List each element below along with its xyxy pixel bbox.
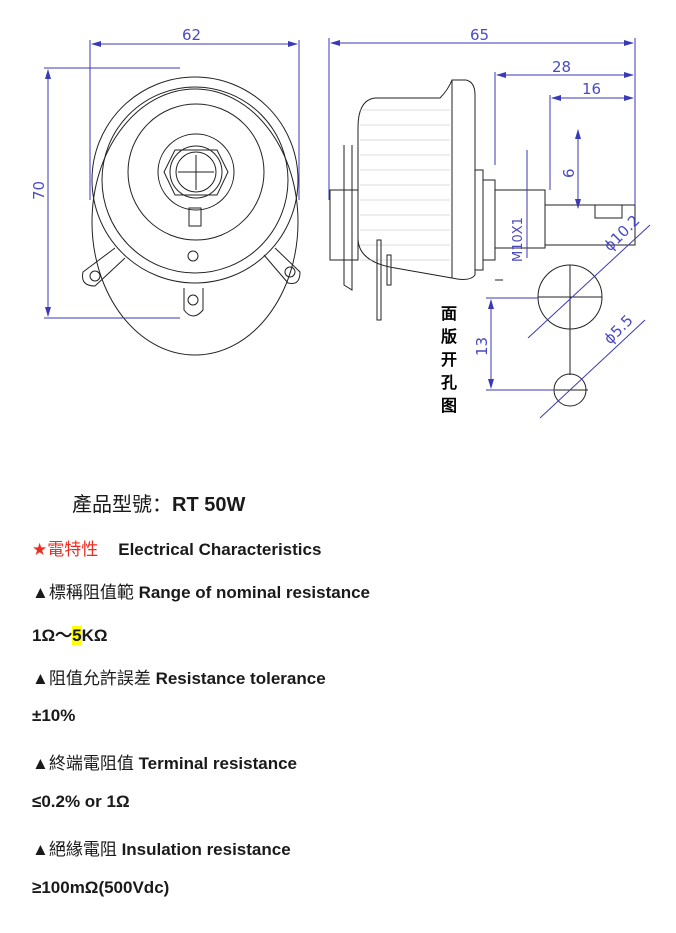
label-char: 图 [441, 398, 458, 415]
dim-6: 6 [560, 168, 578, 178]
label-char: 版 [441, 329, 458, 346]
spec-heading-insulation: ▲絕緣電阻 Insulation resistance [32, 835, 291, 860]
spec-heading-terminal: ▲終端電阻值 Terminal resistance [32, 749, 297, 774]
dim-13: 13 [473, 337, 491, 356]
terminal-right [263, 247, 301, 284]
spec-en: Resistance tolerance [155, 669, 326, 688]
spec-value-insulation: ≥100mΩ(500Vdc) [32, 878, 170, 897]
spec-heading-range: ▲標稱阻值範 Range of nominal resistance [32, 578, 370, 603]
spec-en: Terminal resistance [138, 754, 297, 773]
triangle-icon: ▲ [32, 583, 49, 602]
spec-en: Insulation resistance [121, 840, 291, 859]
value-highlight: 5 [72, 626, 82, 645]
spec-value-terminal: ≤0.2% or 1Ω [32, 792, 130, 811]
section-heading: ★電特性 Electrical Characteristics [32, 535, 321, 560]
dim-16: 16 [582, 80, 601, 98]
section-cjk: 電特性 [47, 540, 99, 559]
spec-en: Range of nominal resistance [138, 583, 371, 602]
dim-hole-5-5: ϕ5.5 [600, 311, 637, 348]
star-icon: ★ [32, 540, 48, 559]
product-model-title: 產品型號：RT 50W [72, 488, 245, 517]
terminal-left [82, 247, 126, 287]
triangle-icon: ▲ [32, 669, 49, 688]
spec-value-tolerance: ±10% [32, 706, 76, 725]
value-part: KΩ [81, 626, 108, 645]
label-char: 孔 [441, 375, 458, 392]
spec-cjk: 阻值允許誤差 [48, 669, 151, 688]
value-part: 1Ω～ [32, 626, 73, 645]
terminal-bottom [183, 288, 204, 317]
section-en: Electrical Characteristics [118, 540, 322, 559]
triangle-icon: ▲ [32, 840, 49, 859]
label-char: 开 [441, 352, 458, 369]
dim-thread: M10X1 [511, 217, 526, 262]
triangle-icon: ▲ [32, 754, 49, 773]
spec-cjk: 標稱阻值範 [48, 583, 134, 602]
panel-cutout: 13 ϕ10.2 ϕ5.5 [473, 211, 651, 419]
spec-cjk: 絕緣電阻 [48, 840, 117, 859]
spec-cjk: 終端電阻值 [48, 754, 134, 773]
model-label: 產品型號： [72, 494, 172, 516]
front-view: 62 70 [30, 26, 301, 356]
spec-value-range: 1Ω～5KΩ [32, 621, 107, 646]
dim-height-70: 70 [30, 181, 48, 200]
side-view: 65 28 16 6 M10X1 [328, 26, 636, 321]
technical-drawing: 62 70 65 28 16 6 M10X1 [30, 26, 651, 419]
dim-28: 28 [552, 58, 571, 76]
dim-width-62: 62 [182, 26, 201, 44]
dim-length-65: 65 [470, 26, 489, 44]
model-value: RT 50W [172, 494, 246, 516]
label-char: 面 [441, 306, 458, 323]
spec-heading-tolerance: ▲阻值允許誤差 Resistance tolerance [32, 664, 326, 689]
panel-cutout-label: 面 版 开 孔 图 [441, 303, 459, 418]
